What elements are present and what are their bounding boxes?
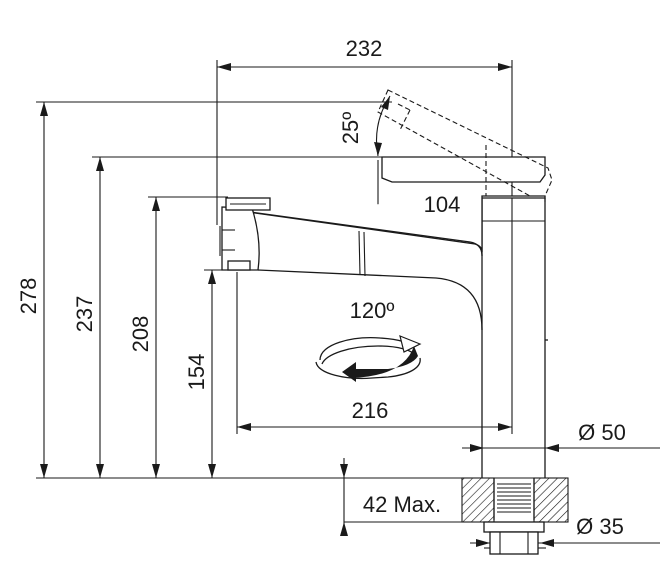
dim-spout-reach: 216 [352, 398, 389, 423]
dim-width-total: 232 [346, 36, 383, 61]
dim-shank-diameter: Ø 35 [576, 514, 624, 539]
countertop-section [461, 477, 569, 555]
dim-handle-angle: 25º [338, 112, 363, 145]
dim-height-spout-outlet: 154 [184, 354, 209, 391]
swivel-rotation-icon [315, 335, 422, 382]
dim-height-handle: 237 [72, 296, 97, 333]
dim-height-spout-top: 208 [128, 316, 153, 353]
extension-lines [36, 60, 660, 544]
dim-handle-reach: 104 [424, 192, 461, 217]
dim-swivel-angle: 120º [350, 298, 395, 323]
dim-body-diameter: Ø 50 [578, 420, 626, 445]
dim-counter-thickness: 42 Max. [363, 492, 441, 517]
dimension-lines [40, 63, 559, 547]
dim-height-total: 278 [16, 278, 41, 315]
dimension-labels: 232 104 216 120º 25º 278 237 208 154 Ø 5… [16, 36, 626, 539]
spout-arm [219, 195, 546, 331]
faucet-body [481, 198, 548, 479]
handle-lever [381, 156, 546, 202]
